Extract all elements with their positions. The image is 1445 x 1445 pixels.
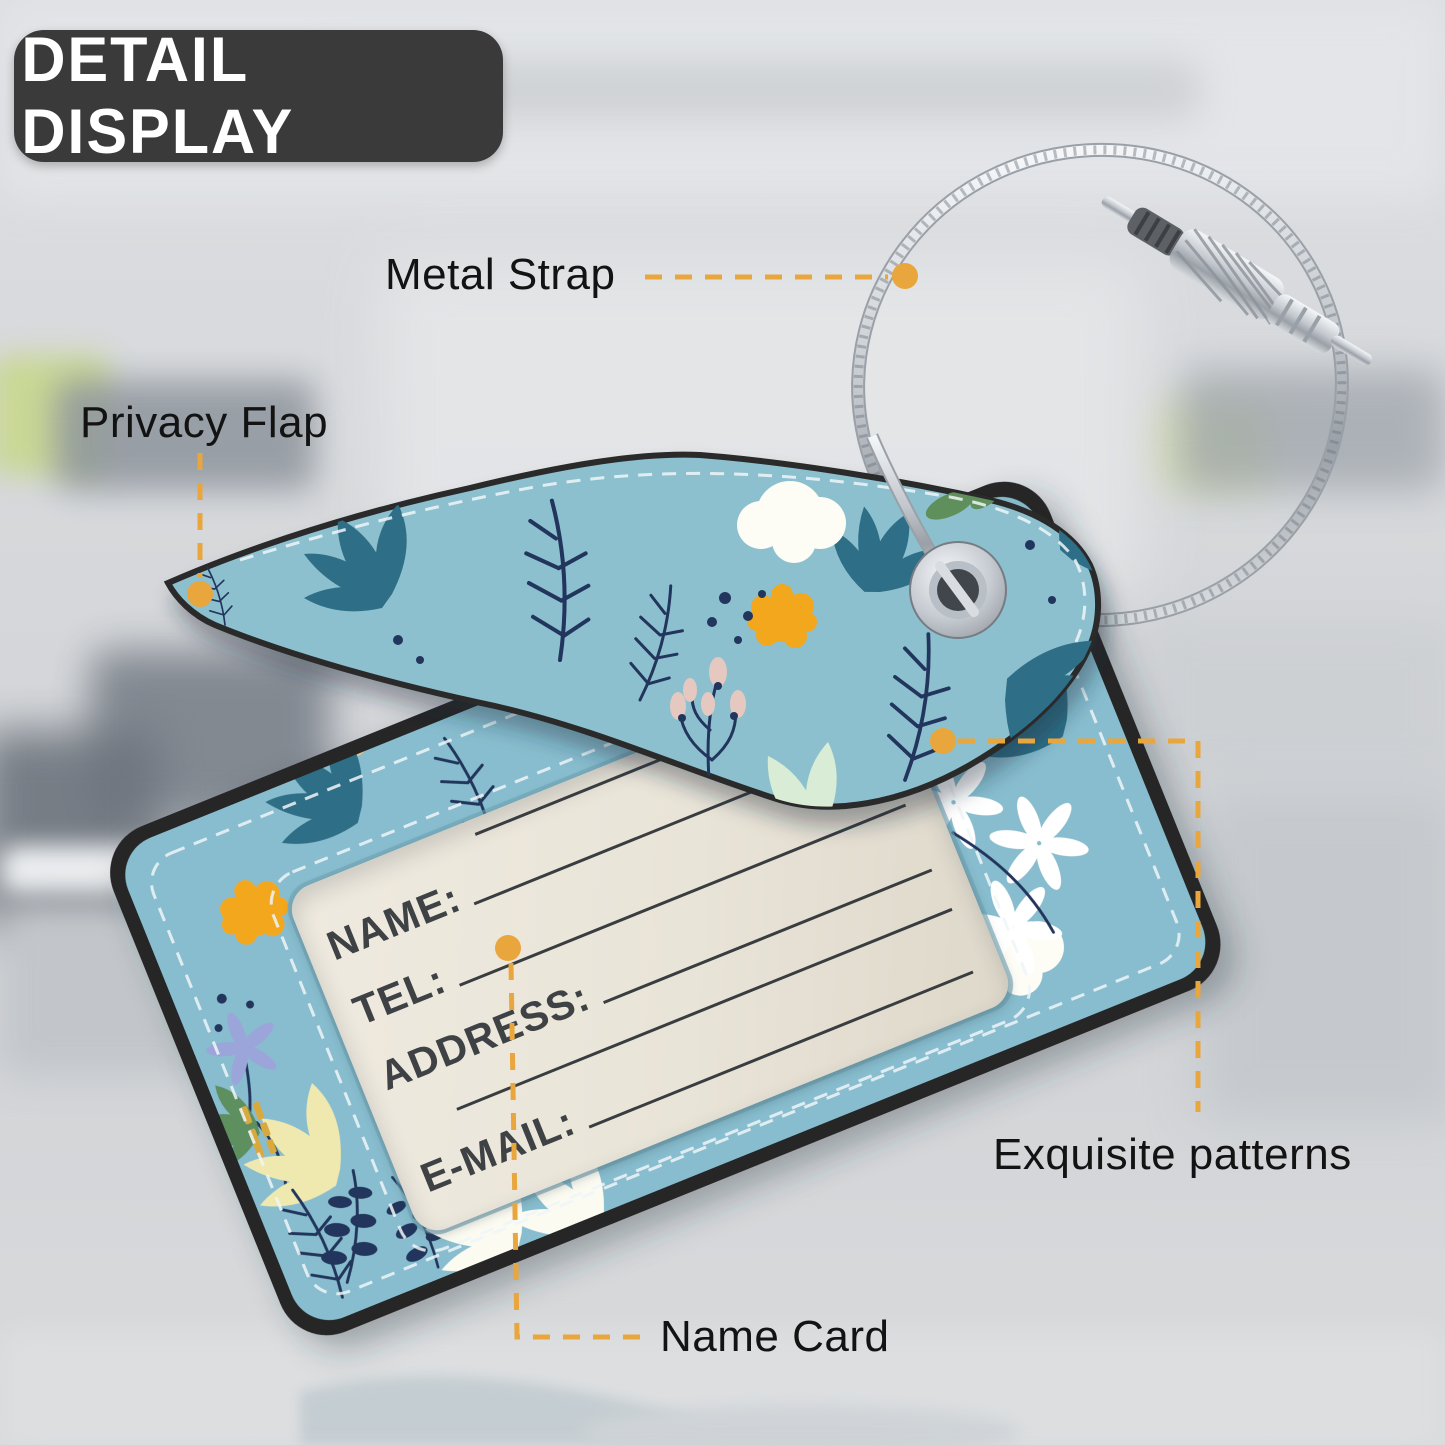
leader-dot-metal-strap — [892, 263, 918, 289]
window-stitching — [269, 640, 1032, 1253]
leader-dot-exquisite — [930, 728, 956, 754]
title-banner-text: DETAIL DISPLAY — [21, 25, 295, 167]
label-privacy-flap: Privacy Flap — [80, 398, 329, 447]
privacy-flap — [163, 451, 1101, 886]
label-metal-strap: Metal Strap — [385, 250, 616, 299]
tag-reflection — [300, 1376, 1020, 1445]
screw-clasp — [1101, 196, 1373, 366]
label-exquisite-patterns: Exquisite patterns — [993, 1130, 1352, 1179]
title-banner: DETAIL DISPLAY — [14, 25, 503, 167]
floral-daisies — [890, 738, 1103, 992]
flap-dots — [393, 540, 1056, 664]
leader-dot-privacy-flap — [187, 581, 213, 607]
leader-name-card — [508, 962, 642, 1340]
grommet — [909, 541, 1007, 639]
label-name-card: Name Card — [660, 1312, 890, 1361]
leader-exquisite — [958, 738, 1201, 1112]
flap-dash-leaves-2 — [646, 807, 734, 886]
leader-dot-name-card — [495, 935, 521, 961]
